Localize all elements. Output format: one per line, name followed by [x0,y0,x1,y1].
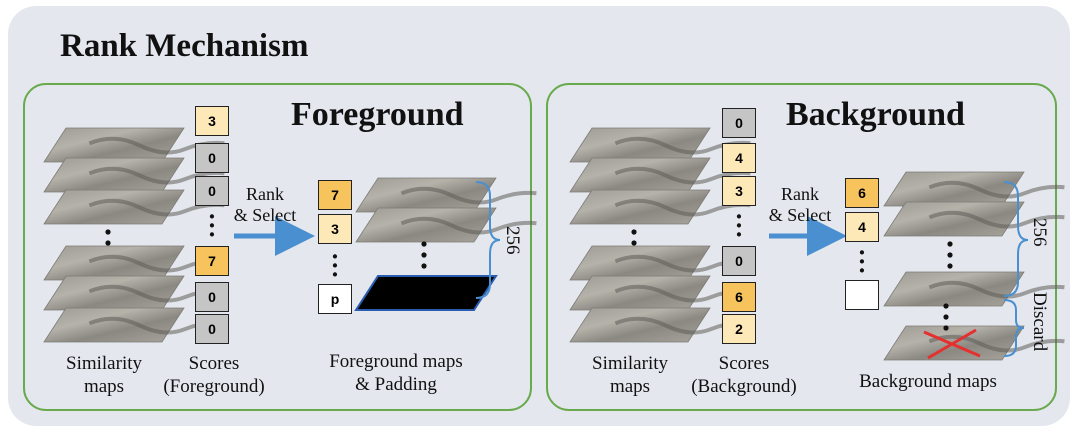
fg-score-box-2: 0 [195,176,229,206]
bg-discard-dot-0 [943,303,949,309]
bg-similarity-caption: Similarity maps [570,352,690,398]
bg-similarity-map-top-1 [569,157,751,193]
fg-maps-caption-line2: & Padding [355,374,437,395]
fg-selected-map-1 [355,207,537,243]
fg-rank-label-line2: & Select [233,205,297,225]
background-title: Background [786,96,965,133]
bg-selected-score-1: 4 [845,212,879,242]
bg-score-box-0: 0 [722,108,756,138]
bg-count-brace [1003,181,1029,297]
fg-similarity-dot-1 [105,240,111,246]
bg-score-box-5: 2 [722,314,756,344]
bg-selected-dot-0 [947,241,953,247]
fg-scores-caption: Scores (Foreground) [152,352,276,398]
bg-selected-score-0: 6 [845,178,879,208]
fg-score-box-3: 7 [195,246,229,276]
bg-selected-map-0 [883,171,1065,207]
fg-score-box-4: 0 [195,282,229,312]
foreground-section-box [23,83,532,411]
bg-discard-dot-1 [943,314,949,320]
bg-score-box-2: 3 [722,176,756,206]
fg-selected-dot-1 [421,252,427,258]
bg-score-box-4: 6 [722,282,756,312]
bg-similarity-caption-line2: maps [609,376,651,397]
bg-selected-map-1 [883,201,1065,237]
fg-scores-caption-line2: (Foreground) [163,376,265,397]
fg-padding-score: p [318,284,352,314]
bg-similarity-dot-1 [631,240,637,246]
fg-score-box-1: 0 [195,143,229,173]
bg-discard-label: Discard [1029,292,1050,352]
fg-similarity-map-top-1 [43,157,225,193]
bg-selected-dot-2 [947,263,953,269]
bg-selected-score-dots: ··· [857,238,867,285]
fg-rank-label: Rank & Select [222,184,308,226]
fg-similarity-caption: Similarity maps [44,352,164,398]
fg-similarity-caption-line2: maps [83,376,125,397]
bg-similarity-map-top-2 [569,189,751,225]
fg-maps-caption: Foreground maps & Padding [306,350,486,396]
foreground-title: Foreground [291,96,464,133]
fg-score-box-5: 0 [195,314,229,344]
bg-score-box-1: 4 [722,143,756,173]
fg-selected-score-0: 7 [318,180,352,210]
fg-similarity-dot-0 [105,229,111,235]
background-section-box [546,83,1057,411]
bg-rank-label-line2: & Select [768,205,832,225]
fg-rank-label-line1: Rank [246,184,284,204]
bg-similarity-caption-line1: Similarity [592,353,668,374]
fg-selected-map-0 [355,177,537,213]
bg-discard-dot-2 [943,325,949,331]
fg-scores-caption-line1: Scores [188,353,240,374]
fg-padding-map [354,275,498,311]
bg-selected-map-2 [883,271,1065,307]
bg-selected-dot-1 [947,252,953,258]
fg-selected-score-1: 3 [318,214,352,244]
fg-similarity-caption-line1: Similarity [66,353,142,374]
bg-similarity-dot-0 [631,229,637,235]
fg-count-brace [475,181,501,299]
figure-title: Rank Mechanism [60,28,309,64]
fg-score-box-0: 3 [195,106,229,136]
bg-count-label: 256 [1029,218,1050,247]
bg-scores-caption-line1: Scores [718,353,770,374]
fg-count-label: 256 [502,226,523,255]
fg-score-dots: ··· [207,202,217,249]
fg-selected-score-dots: ··· [330,242,340,289]
discard-cross-icon [923,328,981,360]
fg-maps-caption-line1: Foreground maps [329,351,463,372]
fg-selected-dot-2 [421,263,427,269]
fg-selected-dot-0 [421,241,427,247]
bg-discard-brace [1003,299,1025,357]
bg-rank-label-line1: Rank [781,184,819,204]
bg-rank-label: Rank & Select [757,184,843,226]
bg-score-box-3: 0 [722,246,756,276]
bg-maps-caption: Background maps [859,371,997,392]
bg-scores-caption-line2: (Background) [691,376,797,397]
bg-score-dots: ··· [734,202,744,249]
bg-empty-score [845,280,879,310]
bg-scores-caption: Scores (Background) [680,352,808,398]
